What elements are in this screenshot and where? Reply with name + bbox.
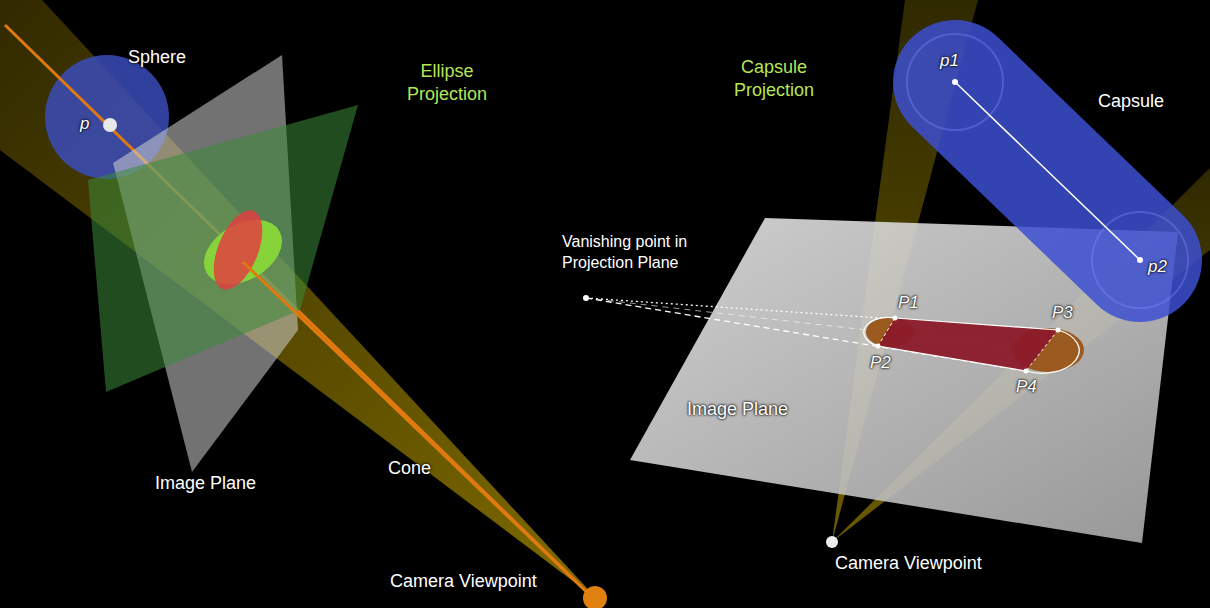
panel-heading: Ellipse Projection: [392, 60, 502, 107]
camera-point: [583, 586, 607, 608]
point-label: P1: [898, 292, 919, 314]
center-point: [103, 118, 117, 132]
point-label: P3: [1052, 302, 1073, 324]
projection-outline: [864, 317, 1079, 373]
corner-point: [1056, 328, 1061, 333]
ellipse-projection: [204, 204, 273, 297]
end-point: [1137, 257, 1143, 263]
corner-point: [1024, 369, 1029, 374]
callout-note: Vanishing point in Projection Plane: [562, 232, 727, 274]
part-label: Capsule: [1098, 90, 1164, 113]
corner-point: [893, 316, 898, 321]
view-ray: [5, 25, 595, 600]
point-label: P4: [1016, 376, 1037, 398]
capsule-sphere: [907, 34, 1003, 130]
part-label: Camera Viewpoint: [835, 552, 982, 575]
corner-point: [876, 344, 881, 349]
part-label: Cone: [388, 457, 431, 480]
projection-plane: [88, 105, 358, 392]
part-label: Image Plane: [687, 398, 788, 421]
cap-chord: [878, 318, 895, 346]
point-label: P2: [870, 352, 891, 374]
point-label: p: [80, 113, 89, 135]
capsule-sphere: [1092, 212, 1188, 308]
part-label: Image Plane: [155, 472, 256, 495]
capsule-projection: [878, 318, 1058, 371]
part-label: Sphere: [128, 46, 186, 69]
cap-chord: [1026, 330, 1058, 371]
part-label: Camera Viewpoint: [390, 570, 537, 593]
view-ray: [243, 262, 595, 600]
camera-point: [826, 536, 838, 548]
vanishing-point: [583, 295, 589, 301]
end-point: [952, 79, 958, 85]
point-label: p2: [1148, 256, 1167, 278]
panel-heading: Capsule Projection: [718, 56, 830, 103]
view-cone: [0, 0, 598, 600]
point-label: p1: [940, 50, 959, 72]
